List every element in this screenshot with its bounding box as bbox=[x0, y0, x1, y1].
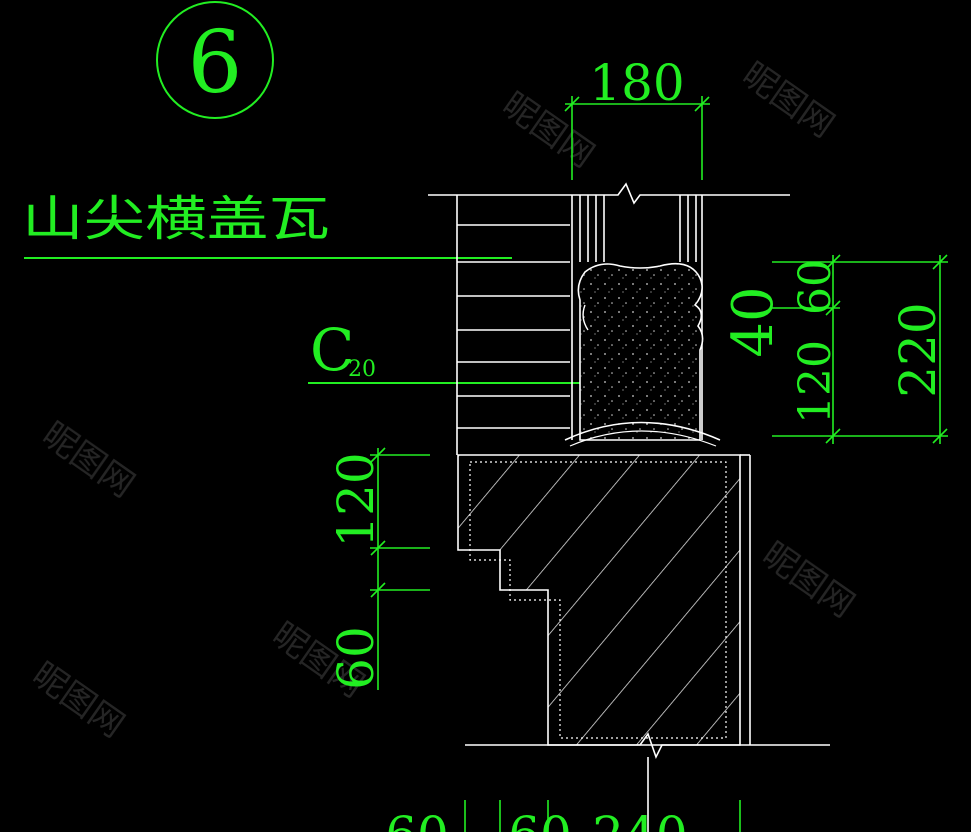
detail-title: 山尖横盖瓦 bbox=[22, 191, 330, 247]
watermark-text: 昵图网 bbox=[735, 55, 841, 146]
material-subscript: 20 bbox=[348, 357, 376, 382]
material-label: C bbox=[310, 316, 354, 384]
dimension-bottom: 60 60 240 bbox=[385, 757, 741, 832]
dim-top-width: 180 bbox=[589, 54, 684, 112]
dim-right-overall: 220 bbox=[889, 302, 947, 397]
watermark-text: 昵图网 bbox=[495, 85, 601, 176]
dim-left-upper: 120 bbox=[327, 452, 385, 547]
dimension-left: 120 60 bbox=[327, 447, 430, 690]
hatched-beam bbox=[457, 454, 830, 760]
ridge-tile bbox=[564, 421, 721, 441]
dim-right-middle: 40 bbox=[721, 286, 786, 357]
title-callout: 山尖横盖瓦 bbox=[22, 191, 512, 259]
watermark-text: 昵图网 bbox=[35, 415, 141, 506]
dim-bottom-1: 60 bbox=[385, 806, 449, 832]
bottom-break-line bbox=[465, 732, 830, 760]
top-break-line bbox=[428, 182, 790, 205]
dimension-right: 220 60 40 120 bbox=[721, 254, 948, 444]
detail-number: 6 bbox=[188, 13, 243, 113]
detail-number-callout: 6 bbox=[156, 1, 274, 119]
concrete-cap bbox=[564, 262, 721, 447]
dimension-top: 180 bbox=[564, 54, 710, 180]
dim-right-upper: 60 bbox=[790, 259, 841, 315]
dim-bottom-3: 240 bbox=[592, 806, 687, 832]
watermark-text: 昵图网 bbox=[755, 535, 861, 626]
dim-right-lower: 120 bbox=[790, 340, 841, 424]
watermark-text: 昵图网 bbox=[25, 655, 131, 746]
dim-left-lower: 60 bbox=[327, 626, 385, 690]
dim-bottom-2: 60 bbox=[508, 806, 572, 832]
